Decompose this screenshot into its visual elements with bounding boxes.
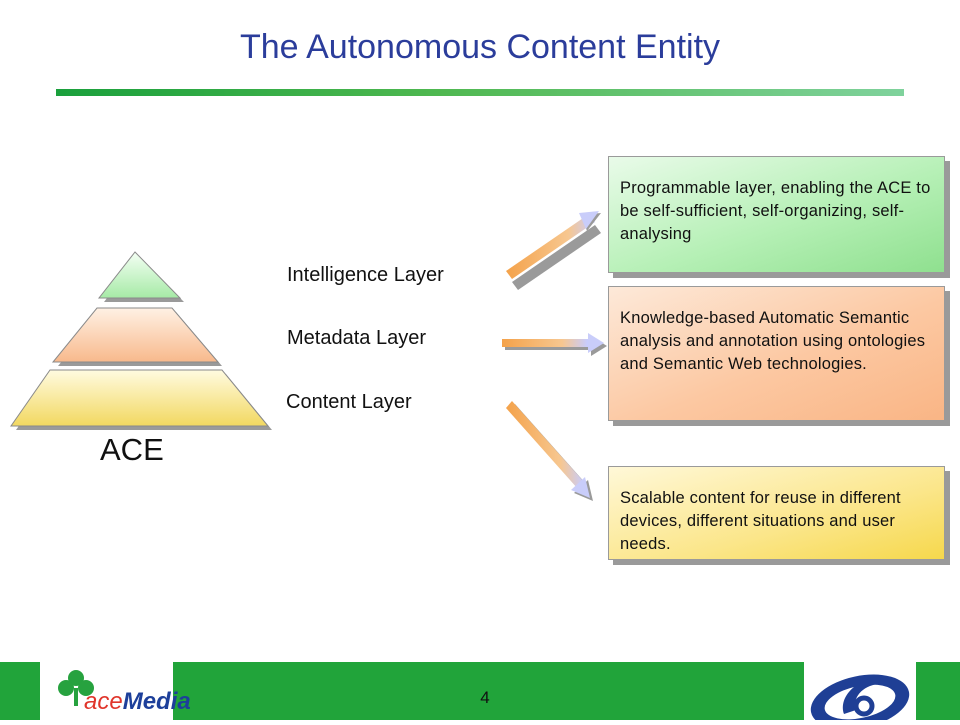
arrow-to-intelligence-box — [506, 211, 601, 290]
fp6-logo — [804, 662, 916, 725]
fp6-emblem-icon — [810, 674, 910, 725]
logo-media-part: Media — [122, 688, 191, 715]
logo-ace-part: ace — [84, 688, 123, 715]
acemedia-logo-text: aceMedia — [84, 688, 191, 716]
page-number: 4 — [480, 688, 490, 707]
metadata-layer-label: Metadata Layer — [287, 327, 426, 349]
title-underline — [56, 89, 904, 96]
arrow-to-metadata-box — [502, 333, 607, 356]
metadata-description-box: Knowledge-based Automatic Semantic analy… — [608, 286, 945, 421]
pyramid-metadata-tier — [51, 307, 220, 363]
pyramid-intelligence-tier — [97, 251, 182, 299]
arrow-to-content-box — [506, 401, 593, 501]
content-description-box: Scalable content for reuse in different … — [608, 466, 945, 560]
pyramid-ace-label: ACE — [100, 432, 164, 467]
slide-title: The Autonomous Content Entity — [239, 28, 721, 66]
intelligence-layer-label: Intelligence Layer — [287, 264, 444, 286]
pyramid-content-tier — [10, 369, 270, 427]
intelligence-description-box: Programmable layer, enabling the ACE to … — [608, 156, 945, 273]
content-layer-label: Content Layer — [286, 391, 412, 413]
acemedia-logo: aceMedia — [40, 662, 191, 720]
intelligence-description-text: Programmable layer, enabling the ACE to … — [620, 179, 931, 243]
metadata-description-text: Knowledge-based Automatic Semantic analy… — [620, 309, 926, 373]
content-description-text: Scalable content for reuse in different … — [620, 489, 901, 553]
clover-icon — [58, 670, 94, 706]
